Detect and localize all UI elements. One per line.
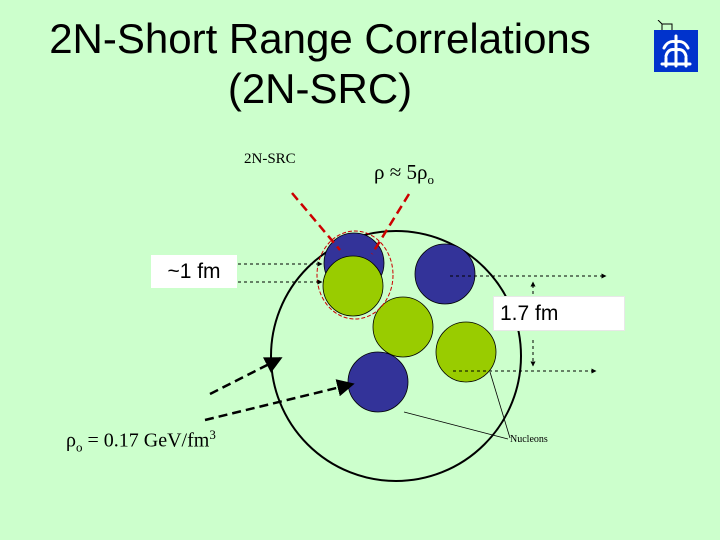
src-pointer-left xyxy=(291,192,341,251)
proton-nucleon xyxy=(347,351,409,413)
nuclear-density-label: ρo = 0.17 GeV/fm3 xyxy=(66,427,216,455)
neutron-nucleon xyxy=(435,321,497,383)
slide-title: 2N-Short Range Correlations (2N-SRC) xyxy=(0,14,640,114)
size-17fm-box: 1.7 fm xyxy=(493,296,625,331)
src-label: 2N-SRC xyxy=(244,151,296,167)
neutron-nucleon xyxy=(372,296,434,358)
neutron-src xyxy=(322,255,384,317)
university-logo-icon xyxy=(652,19,702,72)
title-line-2: (2N-SRC) xyxy=(227,65,413,112)
size-1fm-label: ~1 fm xyxy=(151,255,237,288)
nucleons-label: Nucleons xyxy=(510,434,548,445)
proton-nucleon xyxy=(414,243,476,305)
density-ratio-label: ρ ≈ 5ρo xyxy=(374,160,434,188)
title-line-1: 2N-Short Range Correlations xyxy=(49,15,591,62)
src-pointer-right xyxy=(370,193,411,255)
nucleus-circle xyxy=(270,230,522,482)
nucleons-pointer-line xyxy=(403,411,509,440)
src-correlation-ring xyxy=(316,230,394,320)
nucleons-pointer-line xyxy=(489,371,511,439)
size-17fm-label: 1.7 fm xyxy=(500,302,559,325)
incoming-arrow-lower xyxy=(204,379,355,422)
